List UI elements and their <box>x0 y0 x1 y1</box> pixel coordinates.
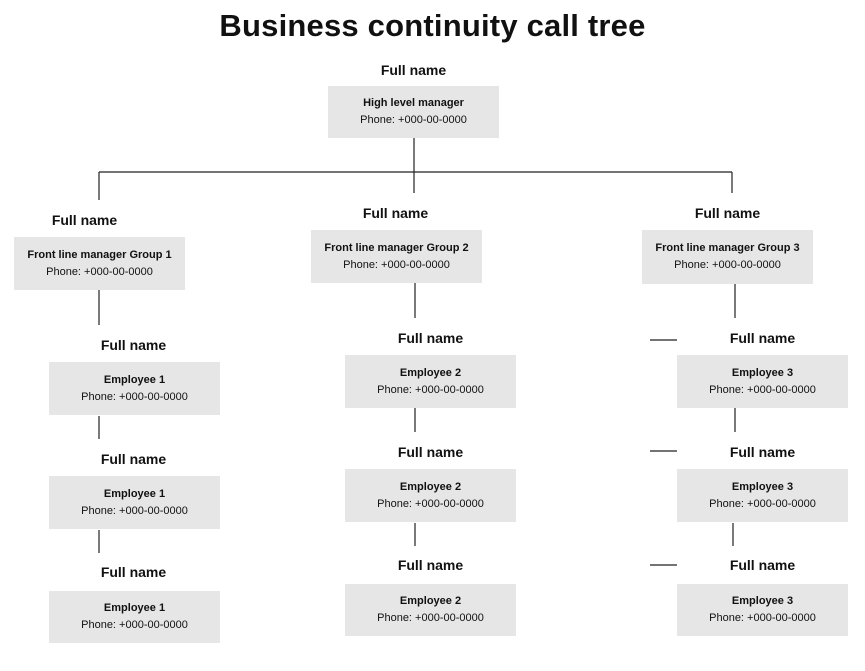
node-full-name: Full name <box>729 330 796 346</box>
node-phone: Phone: +000-00-0000 <box>46 265 153 278</box>
node-role: Employee 1 <box>103 487 166 500</box>
node-box: Employee 2 Phone: +000-00-0000 <box>345 355 516 408</box>
node-box: Employee 3 Phone: +000-00-0000 <box>677 469 848 522</box>
node-phone: Phone: +000-00-0000 <box>360 114 467 126</box>
node-role: Employee 2 <box>399 480 462 493</box>
node-role: Front line manager Group 1 <box>27 248 172 261</box>
node-box: High level manager Phone: +000-00-0000 <box>328 86 499 138</box>
node-full-name: Full name <box>397 330 464 346</box>
node-box: Employee 2 Phone: +000-00-0000 <box>345 584 516 636</box>
node-full-name: Full name <box>51 212 118 228</box>
node-box: Employee 1 Phone: +000-00-0000 <box>49 591 220 643</box>
node-box: Employee 1 Phone: +000-00-0000 <box>49 362 220 415</box>
node-phone: Phone: +000-00-0000 <box>343 258 450 271</box>
node-box: Employee 2 Phone: +000-00-0000 <box>345 469 516 522</box>
node-role: High level manager <box>363 97 464 109</box>
node-phone: Phone: +000-00-0000 <box>709 497 816 510</box>
node-full-name: Full name <box>100 337 167 353</box>
node-phone: Phone: +000-00-0000 <box>377 383 484 396</box>
node-full-name: Full name <box>397 557 464 573</box>
node-role: Employee 3 <box>731 366 794 379</box>
node-box: Employee 3 Phone: +000-00-0000 <box>677 584 848 636</box>
node-phone: Phone: +000-00-0000 <box>377 612 484 624</box>
node-role: Front line manager Group 2 <box>324 241 469 254</box>
node-role: Employee 2 <box>399 595 462 607</box>
node-box: Employee 3 Phone: +000-00-0000 <box>677 355 848 408</box>
node-role: Employee 2 <box>399 366 462 379</box>
node-full-name: Full name <box>694 205 761 221</box>
node-full-name: Full name <box>729 444 796 460</box>
node-box: Front line manager Group 1 Phone: +000-0… <box>14 237 185 290</box>
node-role: Employee 3 <box>731 595 794 607</box>
node-full-name: Full name <box>729 557 796 573</box>
node-role: Employee 1 <box>103 602 166 614</box>
node-phone: Phone: +000-00-0000 <box>709 612 816 624</box>
node-phone: Phone: +000-00-0000 <box>81 619 188 631</box>
node-full-name: Full name <box>362 205 429 221</box>
node-full-name: Full name <box>100 564 167 580</box>
diagram-title: Business continuity call tree <box>219 8 646 43</box>
node-phone: Phone: +000-00-0000 <box>674 259 781 271</box>
node-phone: Phone: +000-00-0000 <box>81 504 188 517</box>
node-full-name: Full name <box>100 451 167 467</box>
node-role: Employee 3 <box>731 480 794 493</box>
node-role: Employee 1 <box>103 373 166 386</box>
node-box: Front line manager Group 3 Phone: +000-0… <box>642 230 813 284</box>
node-full-name: Full name <box>397 444 464 460</box>
node-phone: Phone: +000-00-0000 <box>377 497 484 510</box>
node-phone: Phone: +000-00-0000 <box>709 383 816 396</box>
node-box: Employee 1 Phone: +000-00-0000 <box>49 476 220 529</box>
node-phone: Phone: +000-00-0000 <box>81 390 188 403</box>
node-box: Front line manager Group 2 Phone: +000-0… <box>311 230 482 283</box>
node-role: Front line manager Group 3 <box>655 242 800 254</box>
node-full-name: Full name <box>380 62 447 78</box>
